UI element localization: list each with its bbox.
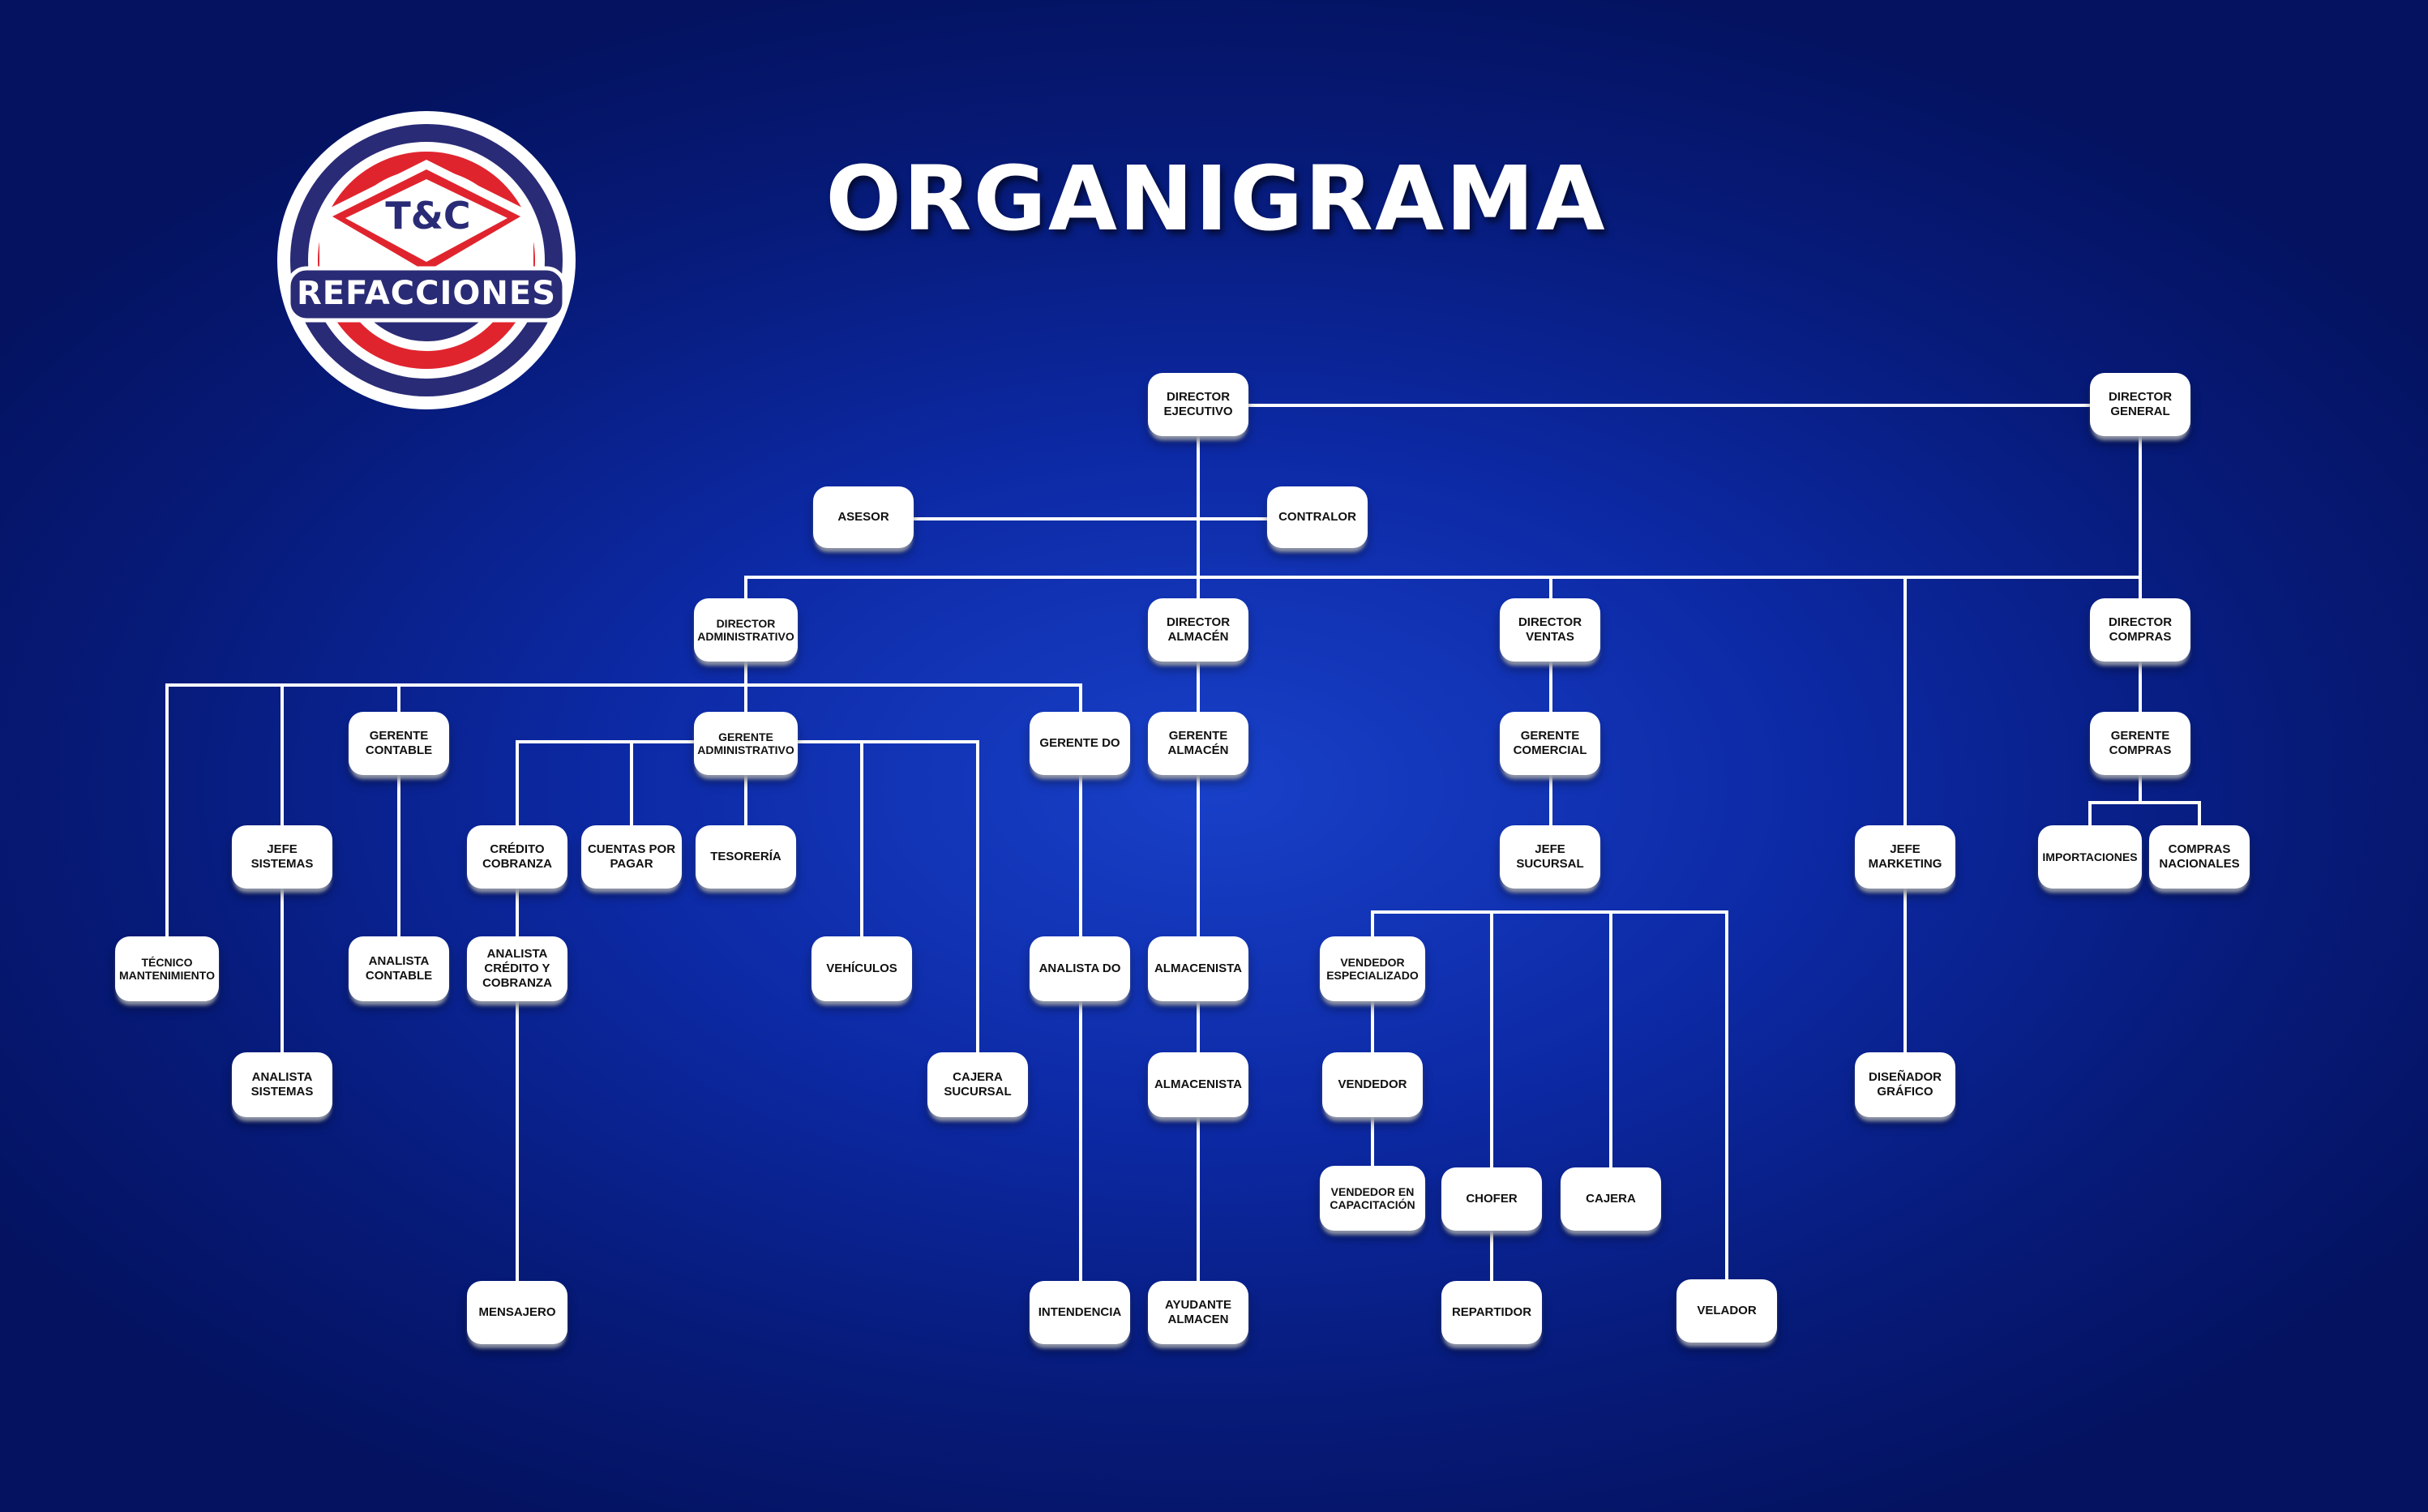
node-gerente-comercial[interactable]: GERENTE COMERCIAL xyxy=(1500,712,1600,775)
node-gerente-contable[interactable]: GERENTE CONTABLE xyxy=(349,712,449,775)
node-director-compras[interactable]: DIRECTOR COMPRAS xyxy=(2090,598,2190,662)
node-tesoreria[interactable]: TESORERÍA xyxy=(696,825,796,889)
node-director-administrativo[interactable]: DIRECTOR ADMINISTRATIVO xyxy=(694,598,798,662)
node-analista-do[interactable]: ANALISTA DO xyxy=(1030,936,1130,1001)
node-chofer[interactable]: CHOFER xyxy=(1441,1167,1542,1231)
node-asesor[interactable]: ASESOR xyxy=(813,486,914,548)
node-almacenista-1[interactable]: ALMACENISTA xyxy=(1148,936,1248,1001)
node-contralor[interactable]: CONTRALOR xyxy=(1267,486,1368,548)
node-jefe-sistemas[interactable]: JEFE SISTEMAS xyxy=(232,825,332,889)
node-cuentas-por-pagar[interactable]: CUENTAS POR PAGAR xyxy=(581,825,682,889)
logo-name-text: REFACCIONES xyxy=(296,275,557,312)
company-logo xyxy=(277,111,576,409)
node-analista-credito-cobranza[interactable]: ANALISTA CRÉDITO Y COBRANZA xyxy=(467,936,567,1001)
node-director-ventas[interactable]: DIRECTOR VENTAS xyxy=(1500,598,1600,662)
node-vehiculos[interactable]: VEHÍCULOS xyxy=(811,936,912,1001)
node-almacenista-2[interactable]: ALMACENISTA xyxy=(1148,1052,1248,1117)
node-gerente-compras[interactable]: GERENTE COMPRAS xyxy=(2090,712,2190,775)
logo-brand-text: T&C xyxy=(385,194,471,238)
node-jefe-marketing[interactable]: JEFE MARKETING xyxy=(1855,825,1955,889)
node-ayudante-almacen[interactable]: AYUDANTE ALMACEN xyxy=(1148,1281,1248,1344)
node-director-general[interactable]: DIRECTOR GENERAL xyxy=(2090,373,2190,436)
node-cajera[interactable]: CAJERA xyxy=(1561,1167,1661,1231)
node-tecnico-mantenimiento[interactable]: TÉCNICO MANTENIMIENTO xyxy=(115,936,219,1001)
node-credito-cobranza[interactable]: CRÉDITO COBRANZA xyxy=(467,825,567,889)
node-gerente-do[interactable]: GERENTE DO xyxy=(1030,712,1130,775)
node-repartidor[interactable]: REPARTIDOR xyxy=(1441,1281,1542,1344)
node-importaciones[interactable]: IMPORTACIONES xyxy=(2038,825,2142,889)
node-vendedor-capacitacion[interactable]: VENDEDOR EN CAPACITACIÓN xyxy=(1320,1166,1425,1231)
node-intendencia[interactable]: INTENDENCIA xyxy=(1030,1281,1130,1344)
node-gerente-almacen[interactable]: GERENTE ALMACÉN xyxy=(1148,712,1248,775)
node-director-ejecutivo[interactable]: DIRECTOR EJECUTIVO xyxy=(1148,373,1248,436)
page-title: ORGANIGRAMA xyxy=(825,147,1607,251)
node-analista-sistemas[interactable]: ANALISTA SISTEMAS xyxy=(232,1052,332,1117)
node-jefe-sucursal[interactable]: JEFE SUCURSAL xyxy=(1500,825,1600,889)
node-disenador-grafico[interactable]: DISEÑADOR GRÁFICO xyxy=(1855,1052,1955,1117)
node-mensajero[interactable]: MENSAJERO xyxy=(467,1281,567,1344)
node-velador[interactable]: VELADOR xyxy=(1676,1279,1777,1343)
node-gerente-administrativo[interactable]: GERENTE ADMINISTRATIVO xyxy=(694,712,798,775)
node-vendedor-especializado[interactable]: VENDEDOR ESPECIALIZADO xyxy=(1320,936,1425,1001)
node-director-almacen[interactable]: DIRECTOR ALMACÉN xyxy=(1148,598,1248,662)
node-cajera-sucursal[interactable]: CAJERA SUCURSAL xyxy=(927,1052,1028,1117)
node-compras-nacionales[interactable]: COMPRAS NACIONALES xyxy=(2149,825,2250,889)
node-vendedor[interactable]: VENDEDOR xyxy=(1322,1052,1423,1117)
node-analista-contable[interactable]: ANALISTA CONTABLE xyxy=(349,936,449,1001)
